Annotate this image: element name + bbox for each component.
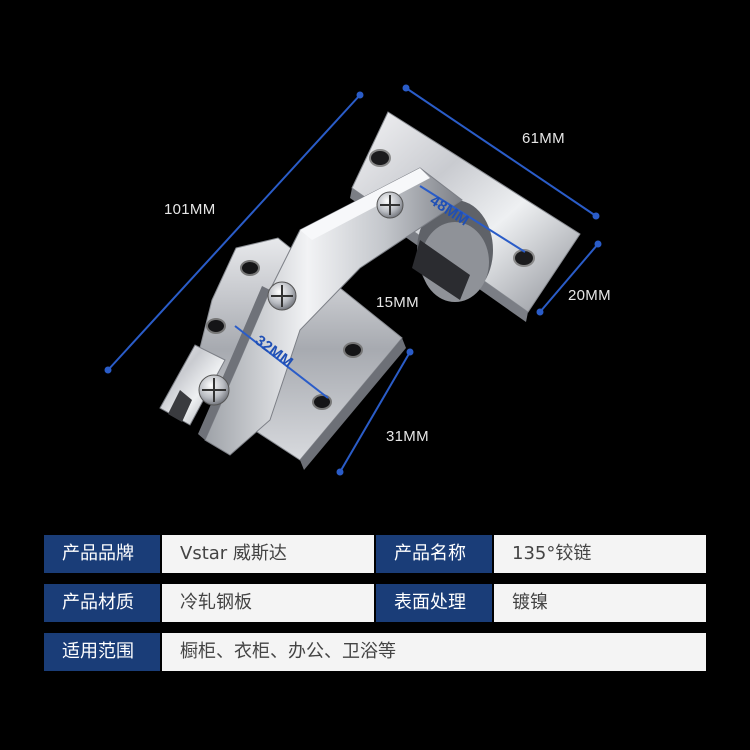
screw-icon [198, 374, 230, 406]
material-value: 冷轧钢板 [162, 584, 374, 622]
dim-line-101 [107, 94, 361, 371]
brand-value: Vstar 威斯达 [162, 535, 374, 573]
screw-icon [376, 191, 404, 219]
usage-label: 适用范围 [44, 633, 160, 671]
dimension-label: 15MM [376, 294, 419, 311]
dimension-label: 61MM [522, 130, 565, 147]
material-label: 产品材质 [44, 584, 160, 622]
dimension-label: 31MM [386, 428, 429, 445]
dim-line-32 [234, 325, 329, 399]
dimension-lines [104, 84, 602, 476]
product-name-label: 产品名称 [376, 535, 492, 573]
finish-value: 镀镍 [494, 584, 706, 622]
dimension-label: 20MM [568, 287, 611, 304]
dim-line-31 [339, 351, 411, 473]
spec-row: 产品品牌 Vstar 威斯达 产品名称 135°铰链 [44, 535, 706, 573]
mounting-hole [369, 149, 391, 167]
brand-label: 产品品牌 [44, 535, 160, 573]
product-illustration: 101MM 61MM 20MM 15MM 31MM 48MM 32MM [104, 84, 611, 476]
mounting-hole [513, 249, 535, 267]
spec-row: 产品材质 冷轧钢板 表面处理 镀镍 [44, 584, 706, 622]
hinge-arm [159, 167, 463, 456]
dim-line-61 [405, 87, 597, 217]
usage-value: 橱柜、衣柜、办公、卫浴等 [162, 633, 706, 671]
dim-line-48 [419, 185, 526, 253]
hinge-illustration [104, 84, 602, 476]
screw-icon [267, 281, 297, 311]
product-name-value: 135°铰链 [494, 535, 706, 573]
dimension-label: 101MM [164, 201, 216, 218]
spec-row: 适用范围 橱柜、衣柜、办公、卫浴等 [44, 633, 706, 671]
finish-label: 表面处理 [376, 584, 492, 622]
dim-line-20 [539, 243, 599, 313]
